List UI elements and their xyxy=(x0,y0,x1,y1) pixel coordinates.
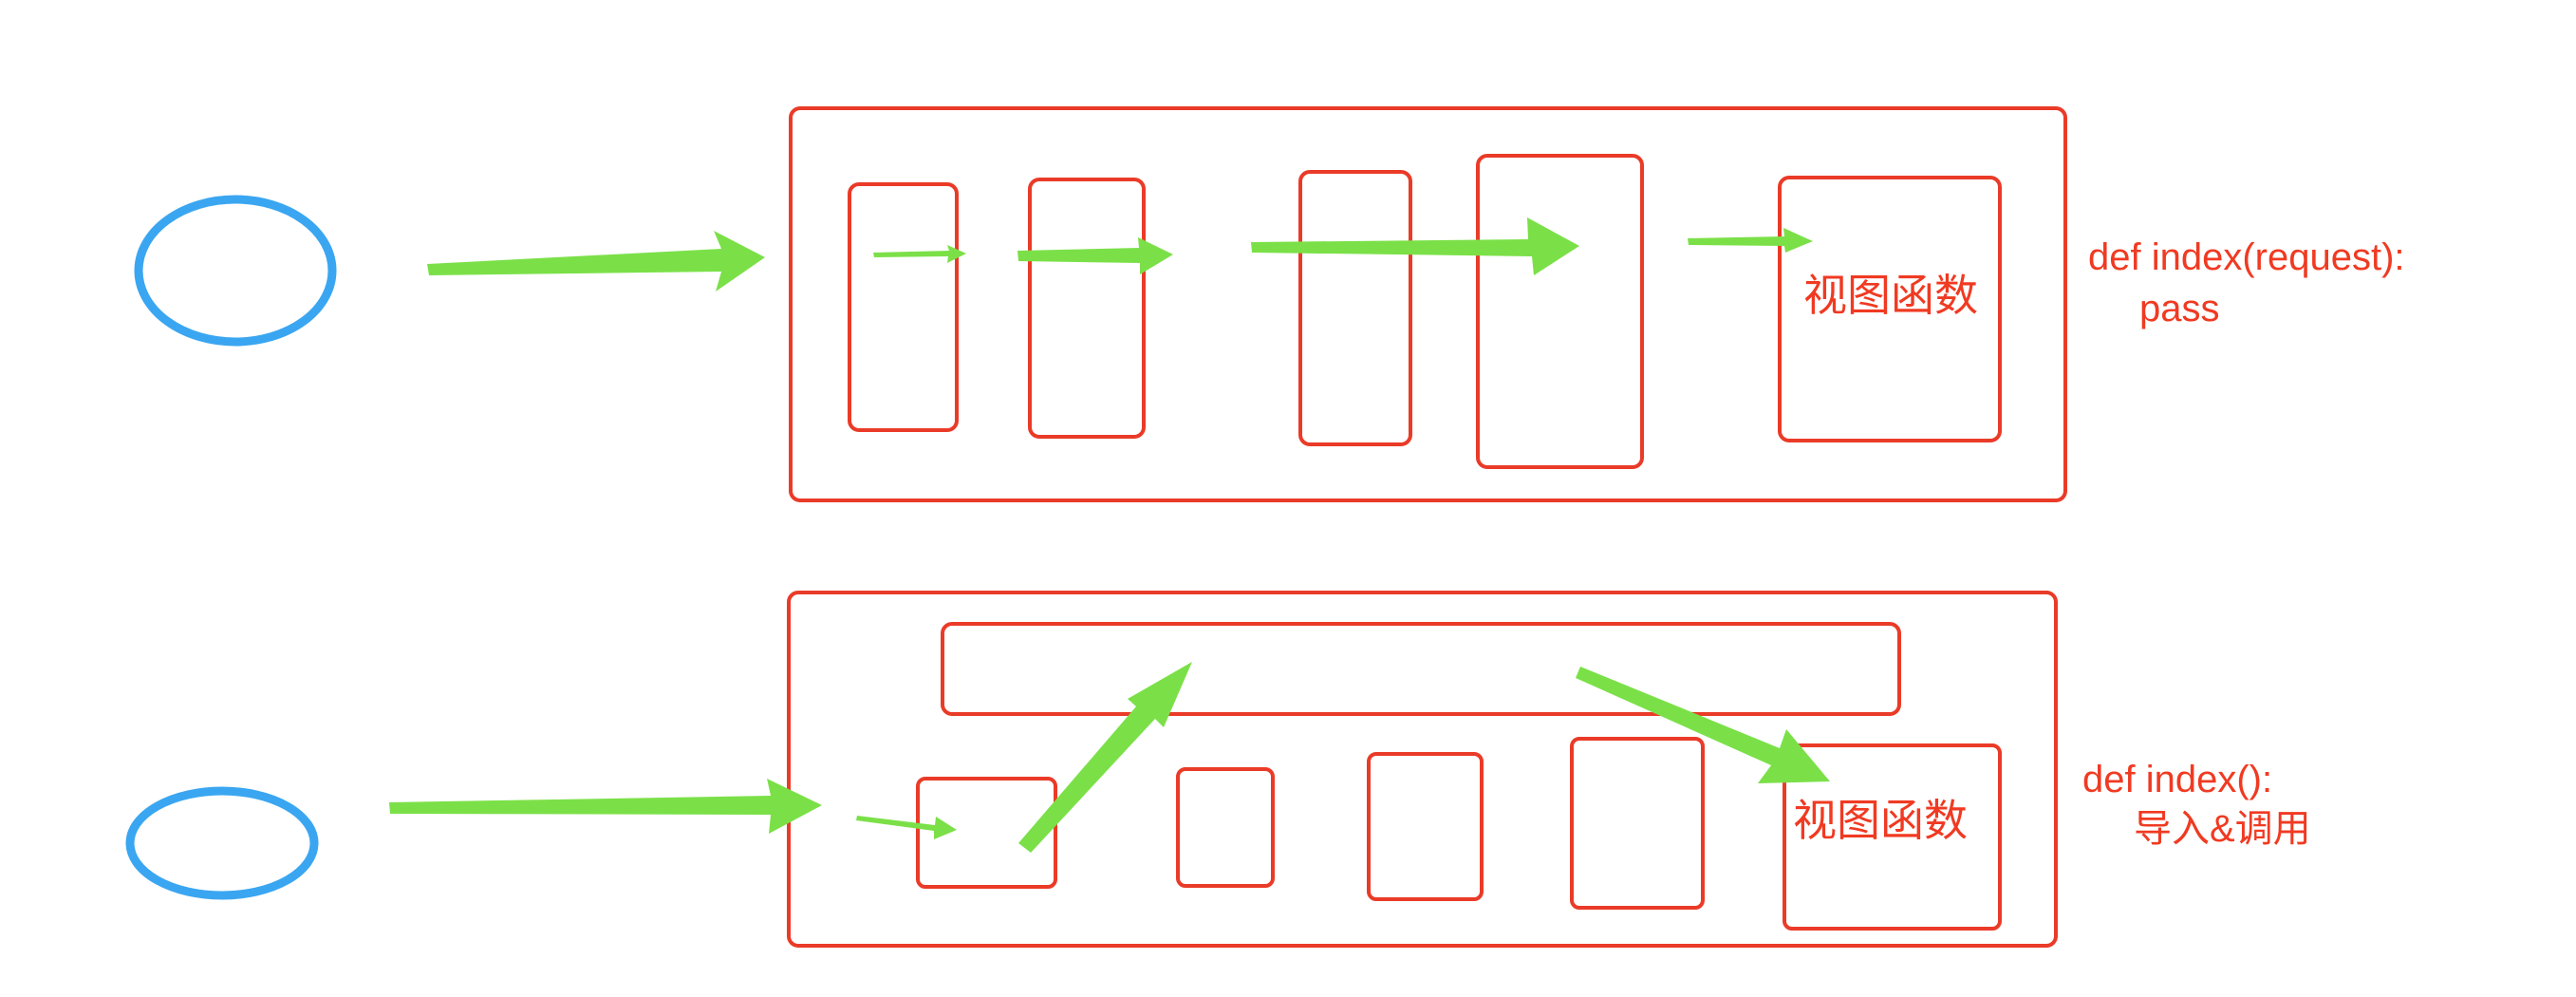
middleware-box-2-top xyxy=(1028,178,1146,439)
middleware-box-4-top xyxy=(1476,154,1644,469)
code-line-1-bottom: def index(): xyxy=(2082,759,2272,800)
arrow-mw1-to-shared-bar-bottom xyxy=(1018,662,1192,853)
code-line-2-bottom: 导入&调用 xyxy=(2134,808,2311,850)
arrow-mw1-to-mw2-top xyxy=(873,245,966,263)
client-circle-top xyxy=(134,195,337,347)
arrow-shared-bar-to-view-bottom xyxy=(1576,667,1830,783)
arrow-mw3-to-mw4-top xyxy=(1251,217,1579,275)
outer-container-bottom xyxy=(787,591,2058,948)
middleware-box-4-bottom xyxy=(1570,737,1705,910)
middleware-box-2-bottom xyxy=(1176,767,1275,888)
shared-module-bar-bottom xyxy=(941,622,1901,716)
request-arrow-bottom xyxy=(389,779,822,834)
arrow-to-mw1-bottom xyxy=(856,816,957,839)
request-arrow-top xyxy=(427,231,765,292)
arrow-mw2-to-mw3-top xyxy=(1017,237,1173,274)
view-function-box-top xyxy=(1778,176,2002,442)
view-function-box-bottom xyxy=(1783,743,2002,931)
code-line-2-top: pass xyxy=(2139,288,2220,329)
outer-container-top xyxy=(789,106,2067,502)
view-function-label-top: 视图函数 xyxy=(1803,271,1978,320)
middleware-box-3-bottom xyxy=(1367,752,1484,901)
code-line-1-top: def index(request): xyxy=(2088,236,2405,278)
middleware-box-3-top xyxy=(1298,170,1412,446)
client-circle-bottom xyxy=(125,786,319,900)
middleware-box-1-bottom xyxy=(916,777,1057,889)
view-function-label-bottom: 视图函数 xyxy=(1793,796,1968,845)
middleware-box-1-top xyxy=(848,182,959,432)
arrow-mw4-to-view-top xyxy=(1688,228,1813,253)
